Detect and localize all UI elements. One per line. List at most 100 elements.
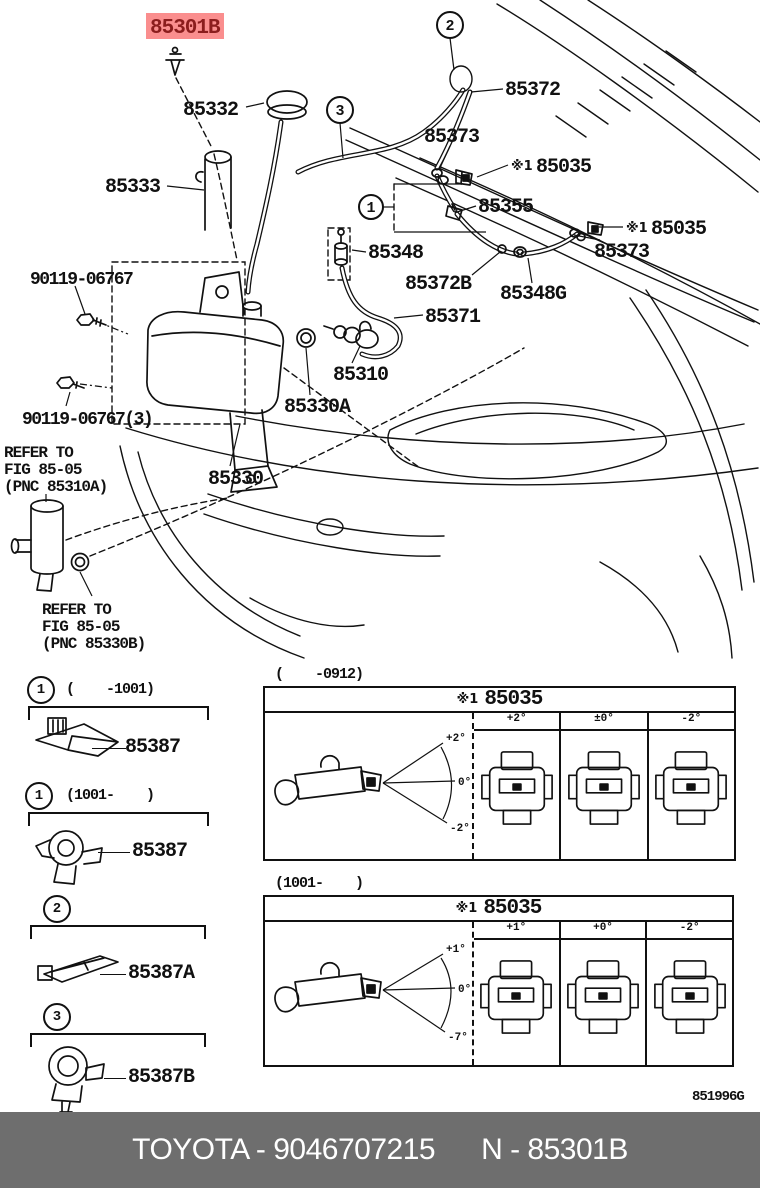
refer-note-a-line2: FIG 85-05 (4, 461, 82, 479)
angle-column-header: ±0° (561, 713, 647, 731)
part-label-90119-06767[interactable]: 90119-06767 (30, 270, 135, 290)
part-label-85387-early[interactable]: 85387 (125, 736, 181, 759)
refer-notes: REFER TO FIG 85-05 (PNC 85310A) REFER TO… (4, 444, 146, 653)
legend-bracket-4 (30, 1033, 206, 1047)
nozzle-angle-table-early: ( -0912) ※1 85035 +2° 0° (263, 666, 736, 861)
legend-range-1-late: (1001- ) (66, 787, 155, 804)
footer-bar: TOYOTA - 9046707215 N - 85301B (0, 1112, 760, 1188)
refer-note-a-line3: (PNC 85310A) (4, 478, 107, 496)
assembly-dashed-lines (65, 77, 525, 557)
angle-column: +0° (560, 922, 648, 1065)
part-label-85332[interactable]: 85332 (183, 99, 239, 122)
table-part-85035[interactable]: 85035 (483, 897, 542, 920)
part-label-85035-a[interactable]: 85035 (536, 156, 592, 179)
part-label-85333[interactable]: 85333 (105, 176, 161, 199)
part-label-85373-a[interactable]: 85373 (424, 126, 480, 149)
callout-3: 3 (335, 103, 344, 120)
part-label-85301B[interactable]: 85301B (150, 17, 222, 40)
legend-callout-1-early: 1 (27, 676, 55, 704)
fan-angle-bottom: -2° (450, 823, 470, 835)
spray-fan-cell-late: +1° 0° -7° (265, 922, 474, 1065)
angle-column: ±0° (561, 713, 649, 859)
table-header-late: ※1 85035 (265, 897, 732, 922)
fan-angle-top: +1° (446, 944, 466, 956)
nozzle-front-view (474, 731, 559, 859)
nozzle-front-view (561, 731, 646, 859)
nozzle-front-view (561, 940, 646, 1065)
legend-bracket-1 (28, 706, 209, 720)
footer-part-number: N - 85301B (481, 1133, 628, 1166)
legend-leader-4 (104, 1078, 126, 1079)
table-ref-mark: ※1 (455, 901, 478, 916)
legend-leader-2 (98, 852, 130, 853)
angle-column-header: -2° (648, 713, 734, 731)
clip-85387-early-drawing (35, 717, 119, 757)
clip-85387B-drawing (48, 1046, 105, 1121)
nozzle-front-view (647, 940, 732, 1065)
ref-mark-a: ※1 (511, 159, 533, 174)
part-labels: 85332 85333 85372 85373 ※1 85035 85355 ※… (22, 79, 707, 491)
part-label-85355[interactable]: 85355 (478, 196, 534, 219)
angle-column-header: -2° (647, 922, 733, 940)
angle-column: +2° (474, 713, 562, 859)
legend-bracket-3 (30, 925, 206, 939)
angle-column: -2° (648, 713, 734, 859)
part-label-85035-b[interactable]: 85035 (651, 218, 707, 241)
part-label-85372[interactable]: 85372 (505, 79, 561, 102)
angle-column-header: +1° (474, 922, 559, 940)
part-label-85387-late[interactable]: 85387 (132, 840, 188, 863)
refer-note-b-line2: FIG 85-05 (42, 618, 120, 636)
angle-column: +1° (474, 922, 561, 1065)
part-label-85387B[interactable]: 85387B (128, 1066, 195, 1089)
part-label-85373-b[interactable]: 85373 (594, 241, 650, 264)
legend-leader-1 (92, 748, 126, 749)
highlighted-part-number[interactable]: 85301B (146, 13, 224, 40)
fan-angle-top: +2° (446, 733, 466, 745)
part-label-85371[interactable]: 85371 (425, 306, 482, 329)
diagram-callouts: 2 3 1 (326, 11, 464, 220)
refer-note-b-line1: REFER TO (42, 601, 112, 619)
table-ref-mark: ※1 (456, 692, 479, 707)
table-part-85035[interactable]: 85035 (484, 688, 543, 711)
callout-1: 1 (366, 200, 375, 217)
angle-column-header: +2° (474, 713, 560, 731)
part-label-85310[interactable]: 85310 (333, 364, 389, 387)
legend-leader-3 (100, 974, 126, 975)
legend-range-1-early: ( -1001) (66, 681, 155, 698)
part-label-85387A[interactable]: 85387A (128, 962, 195, 985)
washer-components (10, 46, 604, 592)
legend-callout-2: 2 (43, 895, 71, 923)
parts-diagram: 2 3 1 85301B 85332 85333 85372 85373 ※1 … (4, 0, 760, 659)
footer-catalog-number: TOYOTA - 9046707215 (132, 1133, 436, 1166)
refer-note-b-line3: (PNC 85330B) (42, 635, 145, 653)
washer-hoses (245, 65, 580, 360)
ref-mark-b: ※1 (626, 221, 648, 236)
nozzle-front-view (474, 940, 559, 1065)
legend-callout-3: 3 (43, 1003, 71, 1031)
clip-85387A-drawing (37, 955, 119, 983)
part-label-85348[interactable]: 85348 (368, 242, 424, 265)
angle-column: -2° (647, 922, 733, 1065)
table-header-early: ※1 85035 (265, 688, 734, 713)
fan-angle-mid: 0° (458, 777, 471, 789)
leader-lines (45, 37, 623, 597)
legend-bracket-2 (28, 812, 209, 826)
angle-column-header: +0° (560, 922, 646, 940)
part-label-85348G[interactable]: 85348G (500, 283, 568, 306)
part-label-90119-06767-3[interactable]: 90119-06767(3) (22, 410, 154, 430)
figure-code: 851996G (692, 1089, 745, 1105)
nozzle-front-view (649, 731, 734, 859)
part-label-85330A[interactable]: 85330A (284, 396, 352, 419)
part-label-85330[interactable]: 85330 (208, 468, 264, 491)
table-range-early: ( -0912) (275, 666, 364, 683)
part-label-85372B[interactable]: 85372B (405, 273, 473, 296)
spray-fan-cell-early: +2° 0° -2° (265, 713, 474, 859)
fan-angle-bottom: -7° (448, 1032, 468, 1044)
nozzle-angle-table-late: (1001- ) ※1 85035 +1° 0° (263, 875, 734, 1067)
clip-85387-late-drawing (35, 830, 103, 885)
fan-angle-mid: 0° (458, 984, 471, 996)
callout-2: 2 (445, 18, 454, 35)
refer-note-a-line1: REFER TO (4, 444, 74, 462)
legend-callout-1-late: 1 (25, 782, 53, 810)
